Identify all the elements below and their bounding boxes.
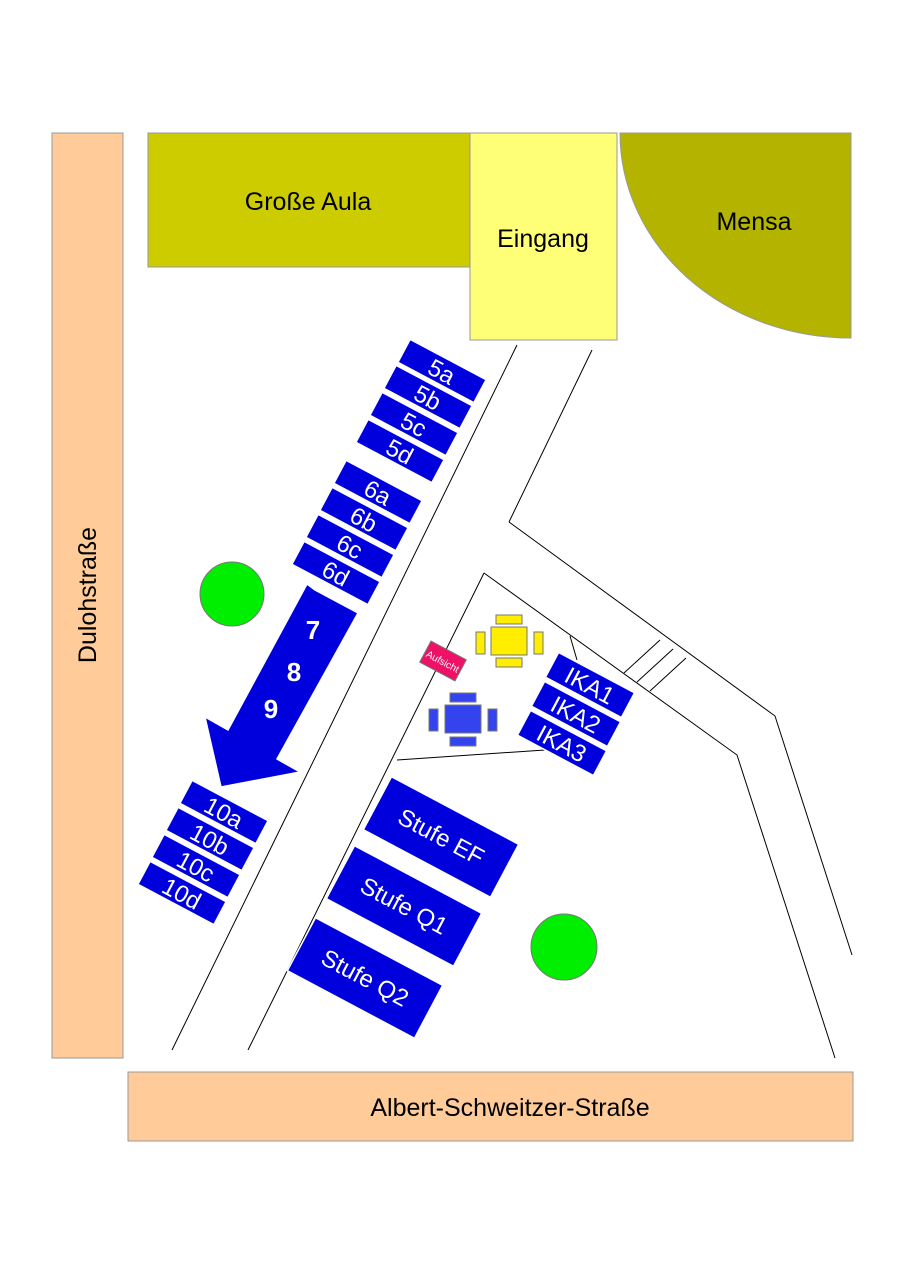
arrow-label-7: 7 [306, 615, 320, 645]
yellow-table [490, 626, 528, 656]
albert-schweitzer-label: Albert-Schweitzer-Straße [370, 1094, 649, 1122]
mensa-label: Mensa [716, 208, 791, 236]
albert-schweitzer-street [127, 1071, 854, 1142]
classes-6-group: 6a 6b 6c 6d [290, 459, 424, 606]
blue-chair-right [487, 708, 498, 732]
tree-left [199, 561, 265, 627]
yellow-table-group [475, 614, 544, 668]
dulohstrasse-label: Dulohstraße [74, 527, 102, 663]
mensa-building [619, 132, 852, 339]
tree-right [530, 913, 598, 981]
yellow-chair-bottom [495, 657, 523, 668]
arrow-label-9: 9 [264, 694, 278, 724]
blue-chair-left [428, 708, 439, 732]
classes-5-group: 5a 5b 5c 5d [354, 338, 488, 484]
dulohstrasse-street [51, 132, 124, 1059]
blue-chair-bottom [449, 736, 477, 747]
grosse-aula-building [147, 132, 474, 268]
stufen-group: Stufe EF Stufe Q1 Stufe Q2 [286, 775, 520, 1040]
classes-10-group: 10a 10b 10c 10d [136, 779, 270, 926]
aufsicht-marker: Aufsicht [419, 640, 467, 682]
arrow-shape [203, 582, 360, 788]
blue-table [444, 704, 482, 734]
blue-chair-top [449, 692, 477, 703]
yellow-chair-right [533, 631, 544, 655]
grosse-aula-label: Große Aula [245, 188, 372, 216]
ika-group: IKA1 IKA2 IKA3 [516, 651, 636, 777]
arrow-label-8: 8 [287, 657, 301, 687]
yellow-chair-top [495, 614, 523, 625]
eingang-label: Eingang [497, 225, 589, 253]
class-box-5d: 5d [354, 418, 446, 484]
yellow-chair-left [475, 631, 486, 655]
arrow-classes-7-9: 7 8 9 [203, 582, 360, 788]
blue-table-group [428, 692, 498, 747]
eingang-building [469, 132, 618, 341]
